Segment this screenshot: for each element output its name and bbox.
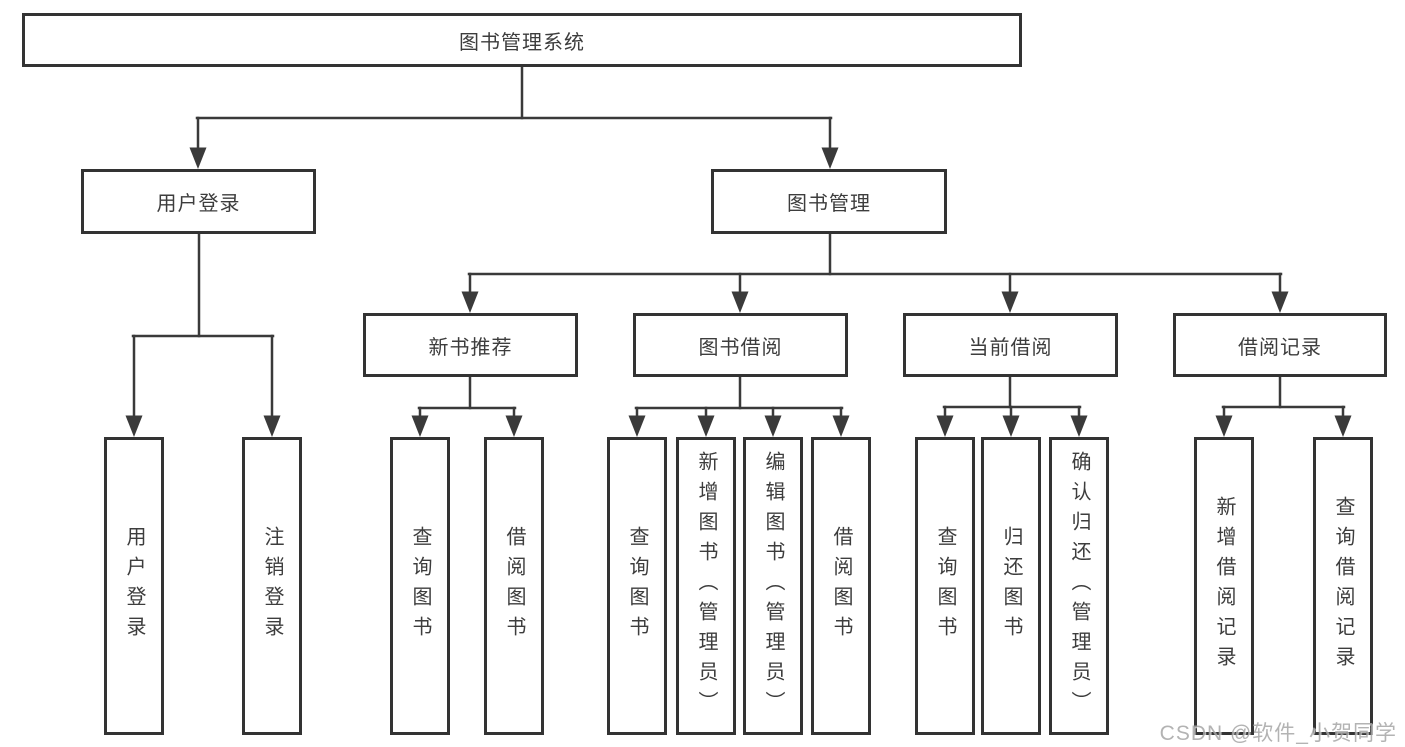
node-label: 注销登录 — [261, 526, 283, 646]
leaf-edit-books-admin: 编辑图书（管理员） — [743, 437, 803, 735]
node-label: 借阅图书 — [830, 526, 852, 646]
node-label: 用户登录 — [156, 193, 241, 215]
arrowhead-icons — [125, 147, 1352, 437]
leaf-logout-login: 注销登录 — [242, 437, 302, 735]
node-label: 编辑图书（管理员） — [762, 451, 784, 721]
node-label: 新书推荐 — [428, 336, 513, 359]
node-label: 查询图书 — [626, 526, 648, 646]
node-current-borrowing: 当前借阅 — [903, 313, 1118, 377]
leaf-query-books-current: 查询图书 — [915, 437, 975, 735]
csdn-watermark: CSDN @软件_小贺同学 — [1159, 722, 1397, 745]
leaf-borrow-books-recommend: 借阅图书 — [484, 437, 544, 735]
leaf-confirm-return-admin: 确认归还（管理员） — [1049, 437, 1109, 735]
node-new-book-recommend: 新书推荐 — [363, 313, 578, 377]
leaf-add-borrow-record: 新增借阅记录 — [1194, 437, 1254, 735]
node-label: 用户登录 — [123, 526, 145, 646]
node-label: 归还图书 — [1000, 526, 1022, 646]
node-label: 图书借阅 — [698, 336, 783, 359]
node-book-management: 图书管理 — [711, 169, 947, 234]
node-label: 新增借阅记录 — [1213, 496, 1235, 676]
node-label: 确认归还（管理员） — [1068, 451, 1090, 721]
node-label: 图书管理 — [787, 193, 871, 215]
leaf-add-books-admin: 新增图书（管理员） — [676, 437, 736, 735]
leaf-return-books: 归还图书 — [981, 437, 1041, 735]
leaf-borrow-books-borrowing: 借阅图书 — [811, 437, 871, 735]
node-label: 查询图书 — [409, 526, 431, 646]
node-borrowing-records: 借阅记录 — [1173, 313, 1387, 377]
node-label: 借阅记录 — [1238, 336, 1322, 359]
leaf-query-books-borrowing: 查询图书 — [607, 437, 667, 735]
node-label: 图书管理系统 — [459, 31, 585, 54]
leaf-user-login: 用户登录 — [104, 437, 164, 735]
node-label: 查询借阅记录 — [1332, 496, 1354, 676]
node-label: 当前借阅 — [968, 336, 1053, 359]
node-label: 借阅图书 — [503, 526, 525, 646]
leaf-query-borrow-record: 查询借阅记录 — [1313, 437, 1373, 735]
node-book-borrowing: 图书借阅 — [633, 313, 848, 377]
node-label: 新增图书（管理员） — [695, 451, 717, 721]
node-user-login: 用户登录 — [81, 169, 316, 234]
leaf-query-books-recommend: 查询图书 — [390, 437, 450, 735]
node-library-system: 图书管理系统 — [22, 13, 1022, 67]
node-label: 查询图书 — [934, 526, 956, 646]
